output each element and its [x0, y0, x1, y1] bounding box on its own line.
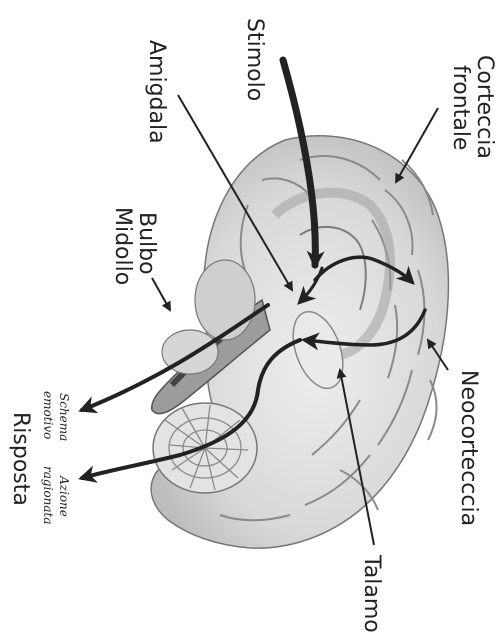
- label-bulbo-line2: Midollo: [110, 207, 135, 285]
- bulbo-midollo-pointer: [152, 278, 170, 310]
- label-amigdala: Amigdala: [144, 40, 169, 144]
- label-risposta: Risposta: [8, 412, 33, 506]
- label-schema-line2: emotivo: [41, 391, 55, 439]
- label-talamo: Talamo: [359, 554, 384, 633]
- label-azione-line1: Azione: [57, 475, 71, 517]
- label-azione-line2: ragionata: [41, 466, 55, 525]
- label-corteccia-line2: frontale: [448, 65, 473, 150]
- label-corteccia-line1: Corteccia: [472, 55, 497, 159]
- label-stimolo: Stimolo: [242, 18, 267, 101]
- label-neocortecccia: Neocortecccia: [456, 370, 481, 526]
- label-schema-line1: Schema: [57, 393, 71, 441]
- label-bulbo-line1: Bulbo: [134, 212, 159, 275]
- corteccia-frontale-pointer: [396, 108, 438, 182]
